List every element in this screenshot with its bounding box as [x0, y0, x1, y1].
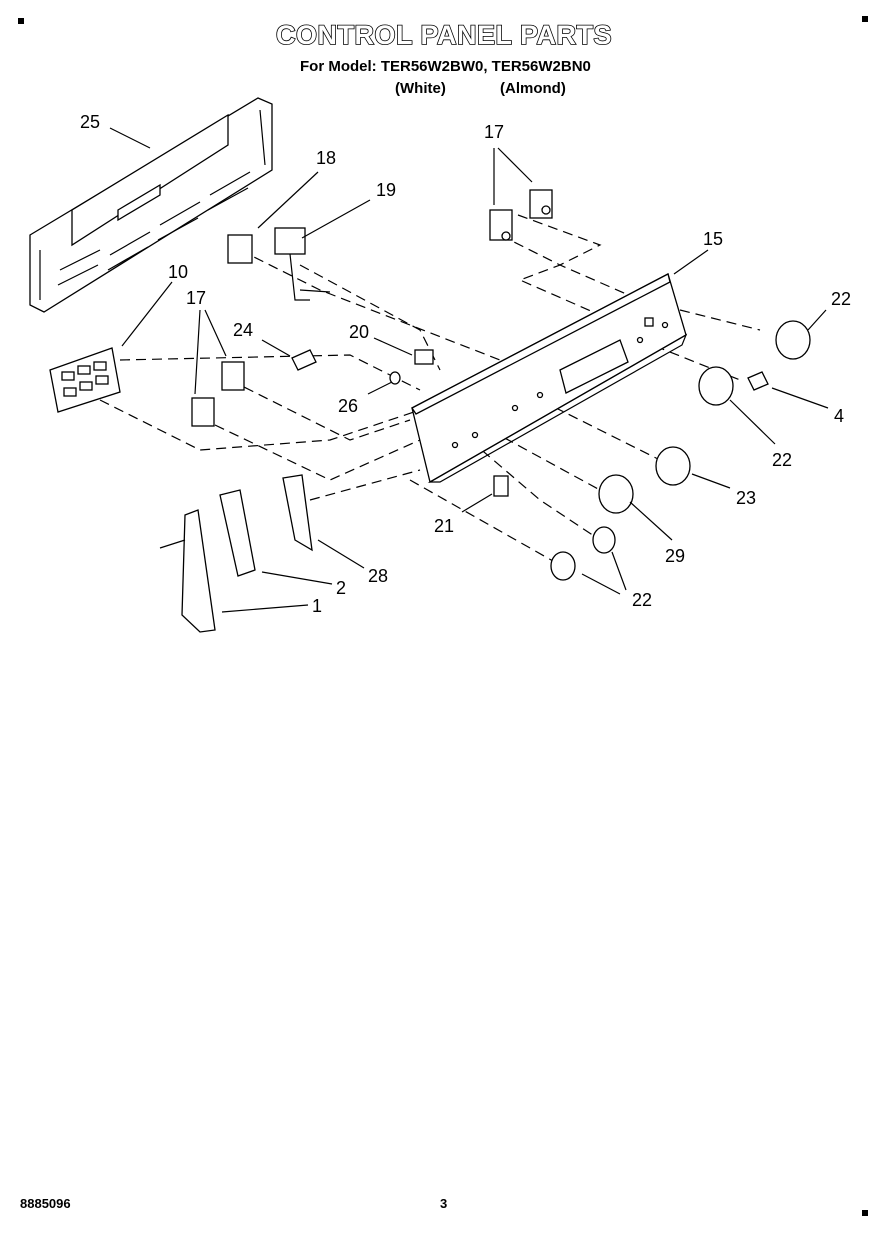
callout-20: 20: [349, 322, 369, 342]
callout-29: 29: [665, 546, 685, 566]
callout-2: 2: [336, 578, 346, 598]
registration-mark-top-right: [862, 16, 868, 22]
assembly-lines: [99, 214, 761, 566]
callout-17-lower: 17: [186, 288, 206, 308]
document-number: 8885096: [20, 1196, 71, 1211]
variant-white: (White): [395, 80, 446, 97]
callout-22-middle: 22: [772, 450, 792, 470]
callout-26: 26: [338, 396, 358, 416]
part-control-console: [411, 273, 688, 483]
page-title: CONTROL PANEL PARTS: [275, 19, 613, 51]
callout-4: 4: [834, 406, 844, 426]
callout-17-upper: 17: [484, 122, 504, 142]
callout-25: 25: [80, 112, 100, 132]
callout-1: 1: [312, 596, 322, 616]
callout-23: 23: [736, 488, 756, 508]
part-switch-lower: [191, 361, 245, 427]
part-switch-upper: [489, 189, 553, 241]
part-end-caps: [159, 474, 313, 633]
registration-mark-top-left: [18, 18, 24, 24]
callout-22-right: 22: [831, 289, 851, 309]
registration-mark-bottom-right: [862, 1210, 868, 1216]
part-18-switch: [227, 234, 253, 264]
page-number: 3: [440, 1196, 448, 1211]
part-timer-module: [49, 347, 121, 413]
part-back-panel: [29, 97, 273, 313]
callout-19: 19: [376, 180, 396, 200]
callout-10: 10: [168, 262, 188, 282]
variant-almond: (Almond): [500, 80, 566, 97]
part-21-bracket: [493, 475, 509, 497]
callout-15: 15: [703, 229, 723, 249]
callout-28: 28: [368, 566, 388, 586]
model-subtitle: For Model: TER56W2BW0, TER56W2BN0: [300, 58, 591, 75]
part-19-thermostat: [274, 227, 331, 301]
callout-22-bottom: 22: [632, 590, 652, 610]
part-small-clips: [291, 349, 434, 385]
callout-18: 18: [316, 148, 336, 168]
part-knobs: [550, 320, 811, 581]
callout-24: 24: [233, 320, 253, 340]
callout-leaders: [109, 127, 829, 613]
callout-21: 21: [434, 516, 454, 536]
